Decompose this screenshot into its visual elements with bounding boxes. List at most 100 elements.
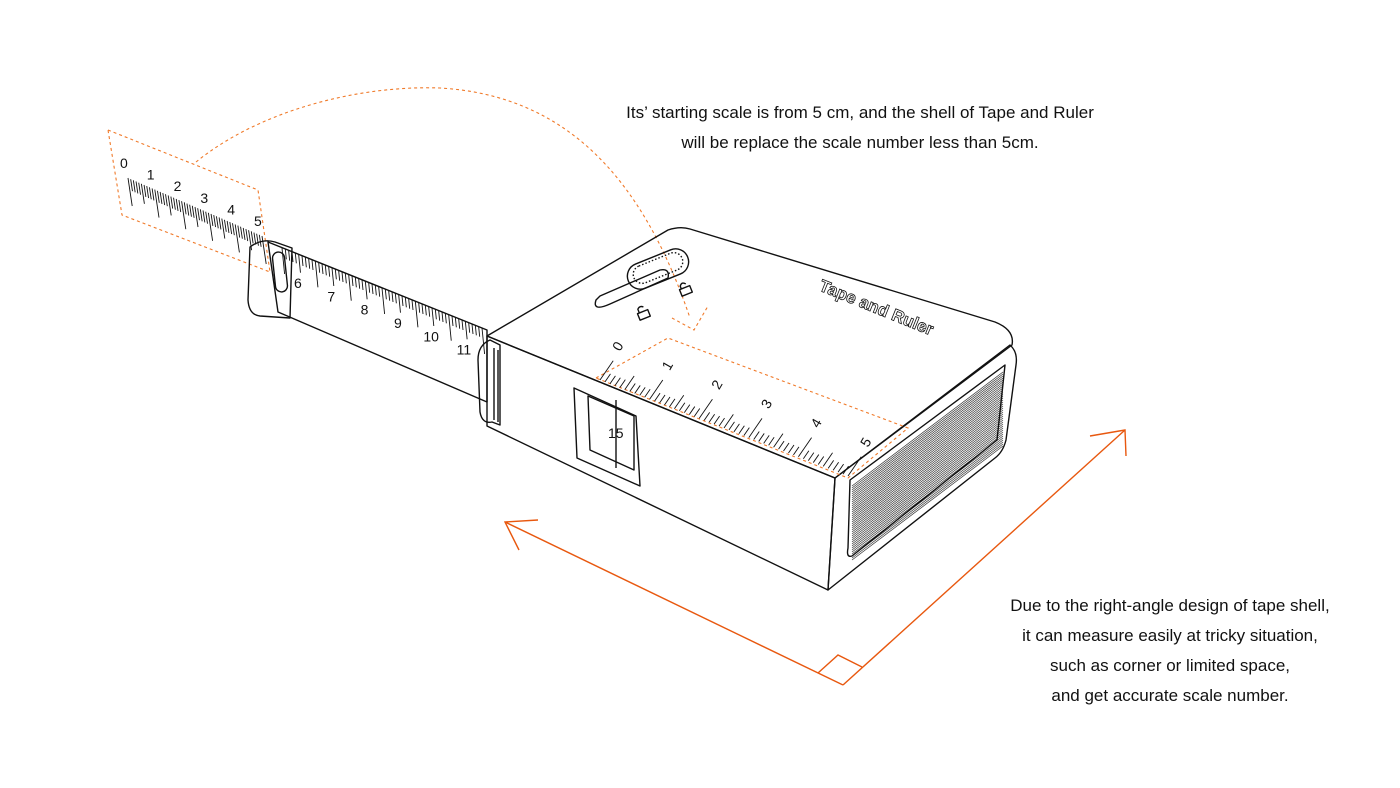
- scale-tick: [713, 415, 720, 425]
- grille-line: [851, 393, 1004, 509]
- scale-tick: [674, 394, 685, 410]
- scale-tick: [213, 215, 217, 228]
- grille-line: [851, 413, 1004, 529]
- scale-number: 8: [361, 302, 369, 318]
- scale-tick: [619, 379, 626, 388]
- tape-exit-clip: [477, 339, 501, 426]
- scale-tick: [664, 396, 671, 406]
- scale-tick: [837, 463, 844, 473]
- annotation-line: such as corner or limited space,: [1050, 656, 1290, 675]
- right-angle-mark: [817, 654, 863, 674]
- scale-tick: [404, 297, 407, 308]
- scale-tick: [688, 406, 696, 415]
- scale-tick: [683, 404, 691, 413]
- scale-number: 2: [708, 377, 726, 392]
- scale-tick: [464, 321, 468, 340]
- scale-tick: [394, 293, 397, 304]
- scale-number: 11: [457, 342, 472, 358]
- scale-tick: [151, 188, 155, 201]
- scale-tick: [207, 212, 214, 241]
- scale-tick: [374, 285, 377, 296]
- scale-tick: [348, 274, 352, 301]
- shell-top-face: [486, 227, 1014, 479]
- grille-line: [851, 395, 1004, 511]
- scale-tick: [256, 233, 259, 246]
- grille-line: [851, 421, 1004, 537]
- grille-line: [851, 443, 1004, 559]
- scale-tick: [458, 318, 461, 329]
- scale-tick: [388, 290, 391, 301]
- scale-tick: [398, 294, 401, 313]
- scale-number: 6: [294, 275, 302, 291]
- scale-tick: [654, 392, 661, 402]
- grille-line: [851, 445, 1004, 561]
- scale-tick: [351, 275, 354, 287]
- grille-line: [851, 433, 1004, 549]
- scale-tick: [358, 278, 361, 289]
- scale-tick: [371, 283, 374, 295]
- shell-right-face: [827, 344, 1018, 591]
- scale-tick: [328, 266, 331, 277]
- grille-line: [851, 387, 1004, 503]
- scale-tick: [378, 286, 381, 297]
- grille-frame: [846, 364, 1006, 558]
- scale-tick: [758, 433, 765, 442]
- scale-tick: [454, 317, 457, 328]
- scale-tick: [604, 373, 611, 383]
- scale-tick: [229, 222, 233, 235]
- scale-tick: [250, 231, 254, 244]
- arc-arrowhead: [671, 305, 709, 331]
- scale-tick: [321, 263, 324, 275]
- scale-number: 9: [394, 315, 402, 331]
- grille-line: [851, 379, 1004, 495]
- scale-tick: [234, 224, 240, 253]
- side-grip-grille: [851, 371, 1004, 561]
- scale-tick: [132, 180, 136, 193]
- detached-scale-outline: [107, 129, 271, 273]
- scale-tick: [314, 261, 319, 288]
- scale-tick: [391, 291, 394, 303]
- lock-slider-button[interactable]: [623, 245, 692, 293]
- scale-tick: [202, 210, 206, 223]
- scale-tick: [324, 265, 327, 276]
- scale-tick: [743, 427, 750, 436]
- scale-tick: [381, 287, 386, 315]
- scale-tick: [718, 417, 725, 427]
- scale-tick: [708, 413, 715, 423]
- scale-tick: [197, 208, 200, 221]
- grille-line: [851, 423, 1004, 539]
- scale-tick: [418, 302, 421, 313]
- scale-tick: [344, 273, 347, 284]
- scale-tick: [783, 442, 790, 452]
- scale-tick: [451, 315, 454, 327]
- grille-line: [851, 385, 1004, 501]
- scale-tick: [421, 303, 424, 315]
- scale-tick: [408, 298, 411, 309]
- grille-line: [851, 441, 1004, 557]
- scale-tick: [401, 295, 404, 307]
- dashed-transfer-arc: [195, 87, 691, 319]
- scale-tick: [210, 213, 214, 227]
- scale-tick: [703, 412, 711, 421]
- scale-tick: [639, 387, 646, 396]
- scale-tick: [294, 253, 297, 264]
- lock-closed-icon: [678, 282, 694, 297]
- scale-tick: [634, 385, 641, 394]
- scale-tick: [135, 181, 139, 194]
- grille-line: [851, 397, 1004, 513]
- grille-line: [851, 429, 1004, 545]
- grille-line: [851, 425, 1004, 541]
- scale-tick: [723, 414, 734, 429]
- scale-tick: [194, 206, 199, 228]
- lock-open-icon: [636, 305, 652, 321]
- scale-tick: [753, 431, 760, 440]
- scale-tick: [431, 307, 435, 327]
- shell-scale-outline: [594, 337, 910, 479]
- scale-tick: [738, 425, 745, 435]
- scale-tick: [224, 219, 227, 232]
- scale-number: 10: [423, 328, 439, 344]
- scale-tick: [186, 203, 190, 216]
- scale-number: 4: [807, 415, 825, 430]
